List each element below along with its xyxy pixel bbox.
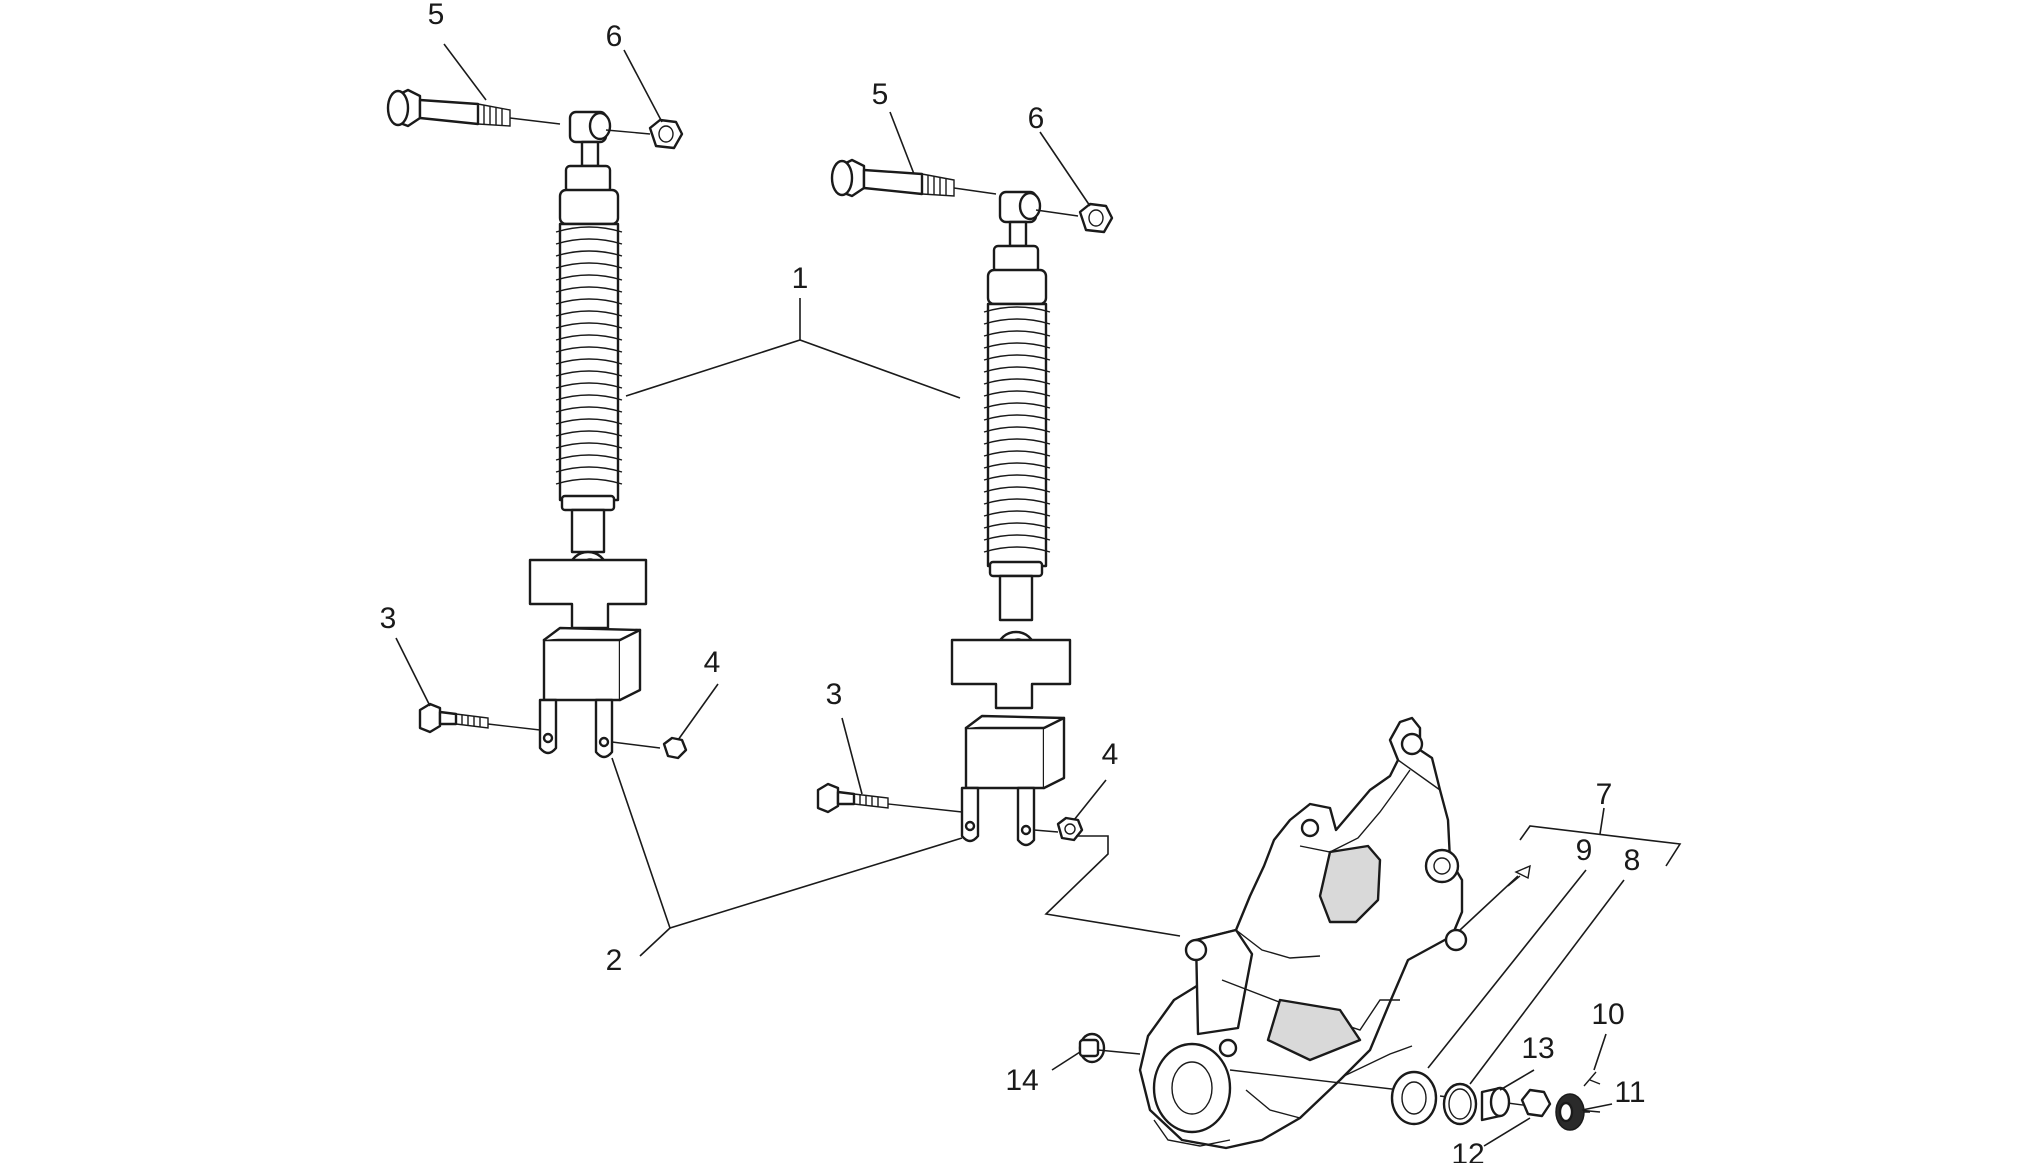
left-top-bolt (386, 88, 561, 128)
callout-1: 1 (792, 262, 809, 295)
axle-hardware-train (1078, 864, 1601, 1131)
clip-on-casting (1514, 864, 1531, 880)
callout-8: 8 (1624, 844, 1641, 877)
left-lower-nut (662, 736, 688, 760)
right-top-eye (998, 190, 1079, 224)
callout-5-left: 5 (428, 0, 445, 31)
right-lower-bracket (950, 638, 1072, 847)
left-shock-assembly (386, 88, 688, 760)
callout-11: 11 (1614, 1076, 1645, 1109)
left-top-eye (568, 110, 651, 144)
callout-5-right: 5 (872, 78, 889, 111)
callout-13: 13 (1521, 1032, 1554, 1065)
callout-6-left: 6 (606, 20, 623, 53)
callout-6-right: 6 (1028, 102, 1045, 135)
right-top-bolt (830, 158, 997, 198)
leader-lines (395, 43, 1682, 1147)
callout-labels: 5 6 5 6 1 3 4 3 4 2 7 9 8 10 13 11 14 12 (380, 0, 1646, 1163)
right-lower-nut (1056, 816, 1084, 842)
spacer-13 (1480, 1086, 1511, 1122)
callout-4-right: 4 (1102, 738, 1119, 771)
plug-14 (1078, 1032, 1141, 1064)
callout-9: 9 (1576, 834, 1593, 867)
callout-3-right: 3 (826, 678, 843, 711)
callout-2: 2 (606, 944, 623, 977)
callout-14: 14 (1005, 1064, 1038, 1097)
callout-12: 12 (1451, 1138, 1484, 1163)
pin-10 (1583, 1071, 1601, 1087)
left-lower-bolt (418, 702, 661, 749)
callout-4-left: 4 (704, 646, 721, 679)
right-lower-bolt (816, 782, 1059, 833)
right-shock-assembly (816, 158, 1114, 847)
right-shock-body (983, 220, 1051, 666)
nut-12 (1520, 1088, 1552, 1118)
left-lower-bracket (528, 558, 648, 759)
bearing-9 (1390, 1070, 1438, 1126)
callout-7: 7 (1596, 778, 1613, 811)
swingarm-casting (1138, 716, 1468, 1150)
left-top-nut (648, 118, 684, 150)
left-shock-body (555, 140, 623, 586)
circlip-8 (1442, 1082, 1478, 1126)
callout-10: 10 (1591, 998, 1624, 1031)
gear-11 (1555, 1093, 1585, 1131)
callout-3-left: 3 (380, 602, 397, 635)
right-top-nut (1078, 202, 1114, 234)
